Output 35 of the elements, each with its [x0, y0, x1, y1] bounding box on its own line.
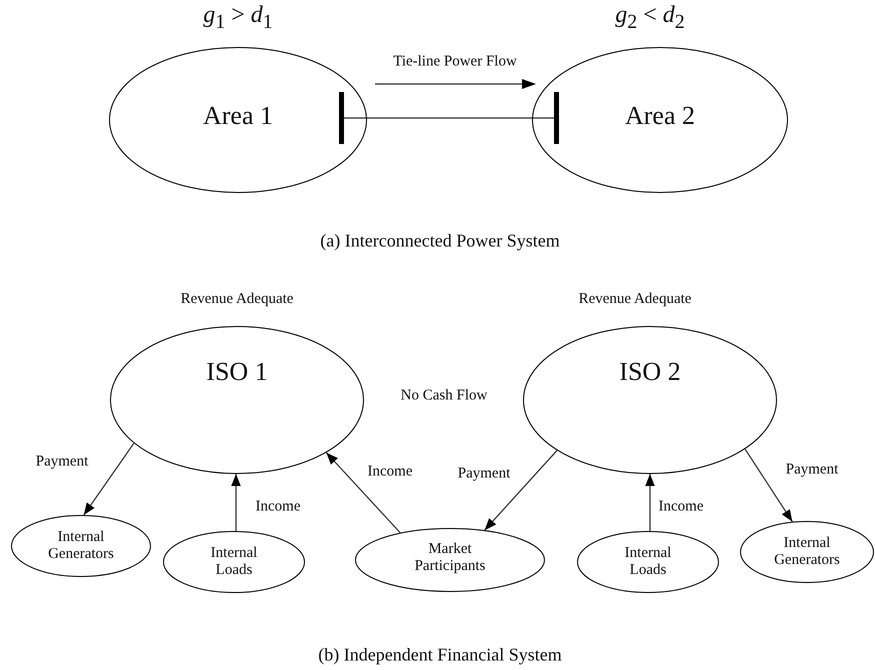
ellipse-node	[577, 531, 719, 593]
ellipse-node	[355, 528, 545, 592]
node-label: Market Participants	[414, 540, 486, 576]
ellipse-node	[163, 531, 305, 593]
node-label: Area 2	[624, 101, 695, 131]
balance-formula: g$_{1}$ > d$_{1}$	[203, 2, 273, 34]
node-caption: Revenue Adequate	[180, 291, 294, 308]
ellipse-node	[109, 47, 367, 193]
ellipse-node	[523, 326, 777, 474]
node-caption: Revenue Adequate	[578, 291, 692, 308]
arrow	[484, 450, 558, 531]
edge-label: Payment	[34, 454, 90, 470]
ellipse-node	[11, 515, 151, 577]
node-label: Internal Loads	[210, 544, 258, 580]
ellipse-node	[110, 326, 364, 474]
node-label: Area 1	[202, 101, 273, 131]
tie-line	[339, 92, 559, 144]
note: No Cash Flow	[400, 388, 488, 404]
node-label: Internal Generators	[47, 528, 115, 564]
edge-label: Payment	[456, 466, 512, 482]
ellipse-node	[740, 521, 874, 583]
ellipse-node	[532, 47, 788, 193]
node-label: ISO 2	[619, 357, 681, 387]
arrow	[231, 474, 241, 531]
caption: (a) Interconnected Power System	[320, 230, 560, 252]
caption: (b) Independent Financial System	[318, 644, 562, 666]
arrow	[744, 448, 793, 522]
node-label: Internal Loads	[624, 544, 672, 580]
arrow	[645, 474, 655, 531]
node-label: Internal Generators	[773, 534, 841, 570]
arrow	[83, 442, 134, 516]
balance-formula: g$_{2}$ < d$_{2}$	[615, 2, 685, 34]
node-label: ISO 1	[206, 357, 268, 387]
arrow	[326, 452, 401, 534]
edge-label: Payment	[784, 462, 840, 478]
